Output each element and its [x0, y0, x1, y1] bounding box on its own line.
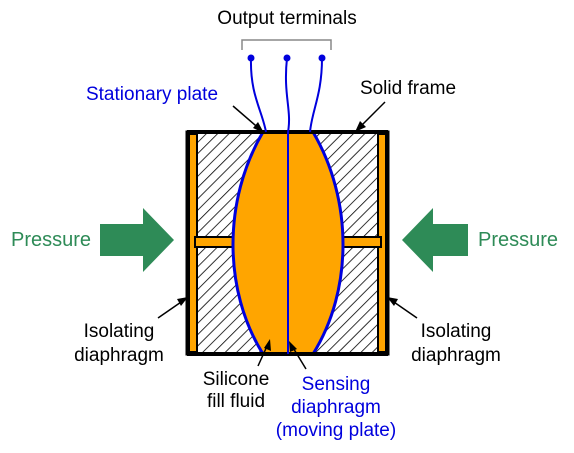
terminal-dot-center	[283, 54, 291, 62]
isolating-diaphragm-right-label-1: Isolating	[421, 321, 492, 342]
silicone-arrowhead	[264, 339, 271, 351]
pressure-arrow-right	[402, 208, 468, 272]
pressure-arrow-left	[100, 208, 174, 272]
output-terminals-bracket	[241, 39, 332, 50]
pressure-label-right: Pressure	[478, 229, 558, 251]
output-wire-right	[309, 57, 323, 133]
solid-frame-arrowhead	[355, 121, 366, 132]
silicone-fluid-label-1: Silicone	[203, 369, 270, 390]
isolating-diaphragm-left-label-2: diaphragm	[74, 345, 164, 366]
output-wire-center	[284, 57, 291, 133]
sensing-arrowhead	[289, 341, 297, 352]
terminal-dot-right	[318, 54, 326, 62]
pressure-label-left: Pressure	[11, 229, 91, 251]
isolating-diaphragm-left-label-1: Isolating	[84, 321, 155, 342]
output-wire-left	[249, 57, 267, 133]
stationary-plate-arrowhead	[253, 122, 264, 133]
isolating-left-arrowhead	[177, 297, 188, 306]
solid-frame-label: Solid frame	[360, 78, 456, 99]
isolating-right-arrowhead	[387, 297, 398, 306]
sensing-diaphragm-label-1: Sensing	[302, 374, 371, 395]
output-terminals-label: Output terminals	[217, 8, 356, 29]
terminal-dot-left	[247, 54, 255, 62]
silicone-fluid-label-2: fill fluid	[207, 391, 265, 412]
sensing-diaphragm-label-2: diaphragm	[291, 397, 381, 418]
stationary-plate-label: Stationary plate	[86, 84, 218, 105]
isolating-diaphragm-right-label-2: diaphragm	[411, 345, 501, 366]
sensing-diaphragm-label-3: (moving plate)	[276, 420, 396, 441]
